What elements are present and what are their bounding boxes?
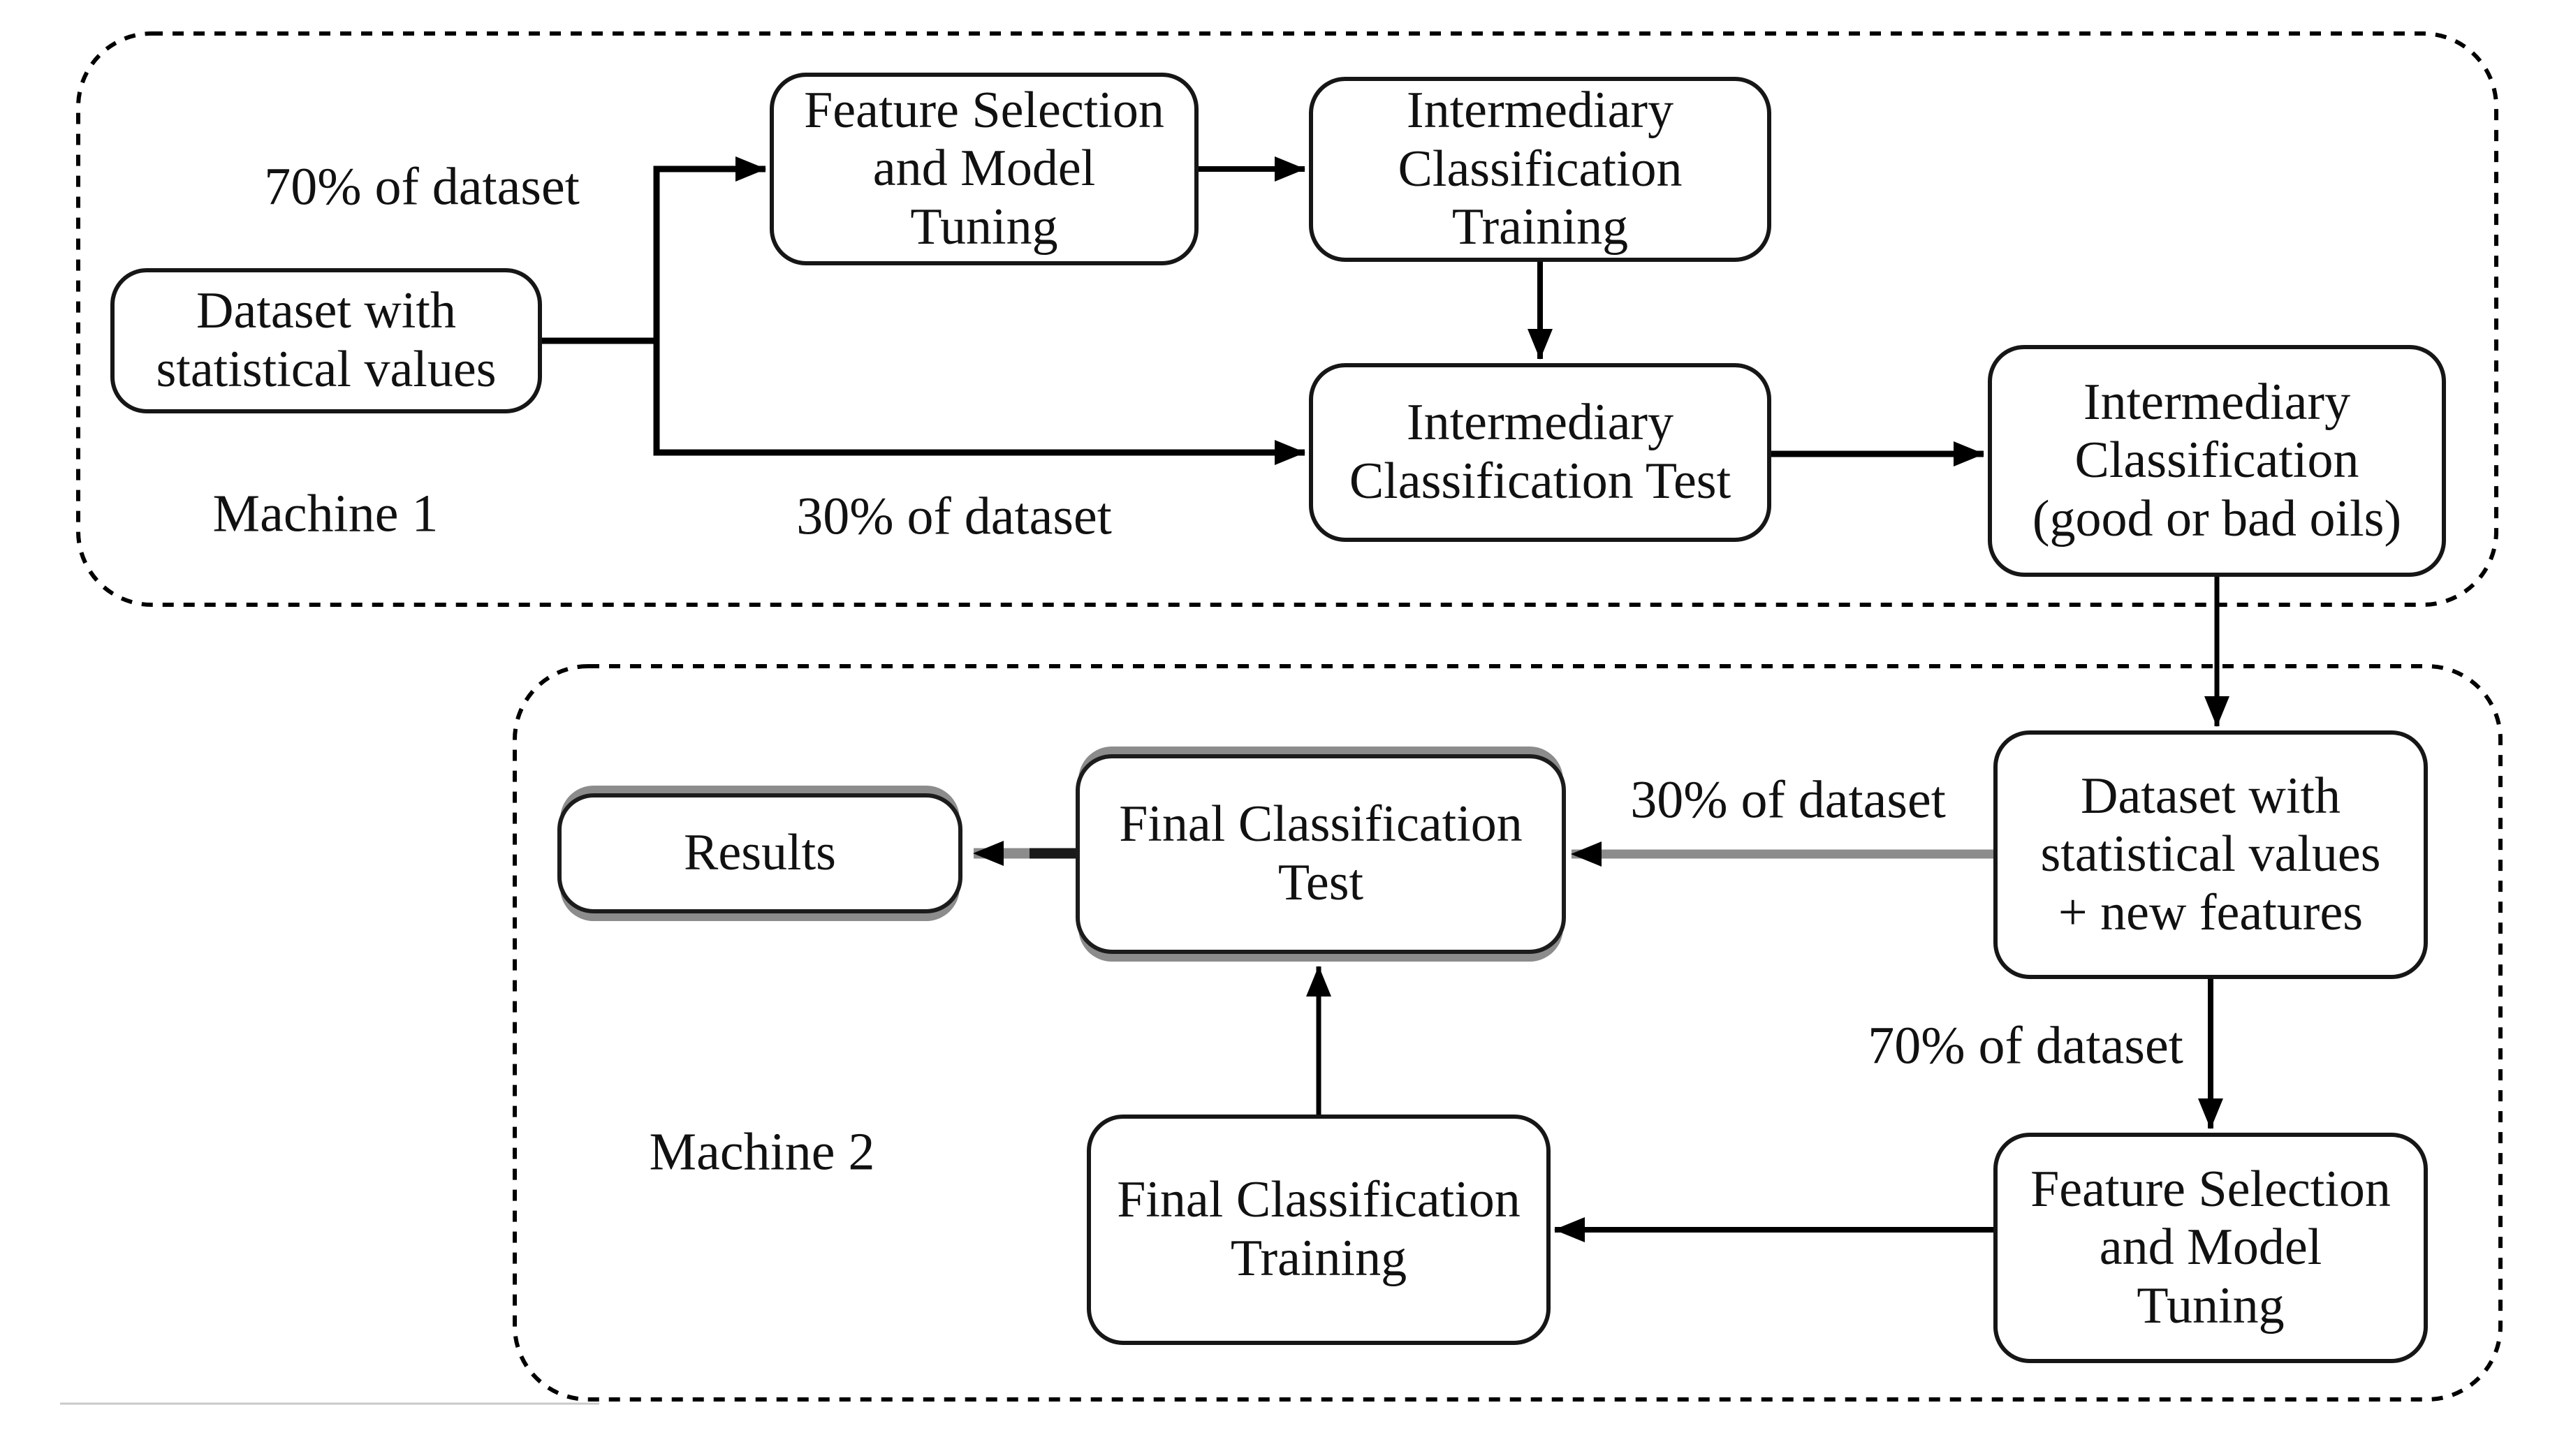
node-intermediary-test: Intermediary Classification Test	[1309, 363, 1771, 542]
edge-label-70pct-machine2: 70% of dataset	[1868, 1016, 2183, 1075]
node-dataset-new-features: Dataset with statistical values + new fe…	[1993, 730, 2428, 979]
edge-label-70pct-machine1: 70% of dataset	[264, 157, 580, 216]
machine2-label: Machine 2	[649, 1122, 875, 1182]
node-intermediary-training-label: Intermediary Classification Training	[1398, 82, 1683, 256]
node-intermediary-test-label: Intermediary Classification Test	[1349, 394, 1731, 510]
node-feature-selection-1-label: Feature Selection and Model Tuning	[804, 81, 1164, 256]
node-dataset-statistical-label: Dataset with statistical values	[156, 282, 497, 398]
node-feature-selection-1: Feature Selection and Model Tuning	[770, 73, 1199, 265]
node-final-classification-training-label: Final Classification Training	[1117, 1171, 1521, 1287]
node-feature-selection-2: Feature Selection and Model Tuning	[1993, 1133, 2428, 1363]
node-dataset-statistical: Dataset with statistical values	[110, 268, 542, 413]
node-final-classification-test-label: Final Classification Test	[1119, 795, 1523, 911]
node-final-classification-training: Final Classification Training	[1087, 1115, 1551, 1345]
node-final-classification-test: Final Classification Test	[1076, 754, 1566, 954]
node-feature-selection-2-label: Feature Selection and Model Tuning	[2030, 1160, 2391, 1334]
machine1-container	[76, 31, 2498, 607]
edge-label-30pct-machine2: 30% of dataset	[1630, 770, 1946, 830]
machine2-container	[513, 664, 2503, 1402]
edge-label-30pct-machine1: 30% of dataset	[796, 487, 1112, 546]
edge-dataset1-to-featsel1	[542, 156, 766, 344]
node-intermediary-classification: Intermediary Classification (good or bad…	[1988, 345, 2446, 577]
edge-dataset1-to-int-test	[653, 341, 1305, 465]
node-results: Results	[557, 793, 962, 913]
node-intermediary-classification-label: Intermediary Classification (good or bad…	[2032, 373, 2402, 547]
node-dataset-new-features-label: Dataset with statistical values + new fe…	[2040, 767, 2381, 941]
node-results-label: Results	[684, 824, 836, 882]
machine1-label: Machine 1	[212, 484, 439, 543]
node-intermediary-training: Intermediary Classification Training	[1309, 77, 1771, 262]
